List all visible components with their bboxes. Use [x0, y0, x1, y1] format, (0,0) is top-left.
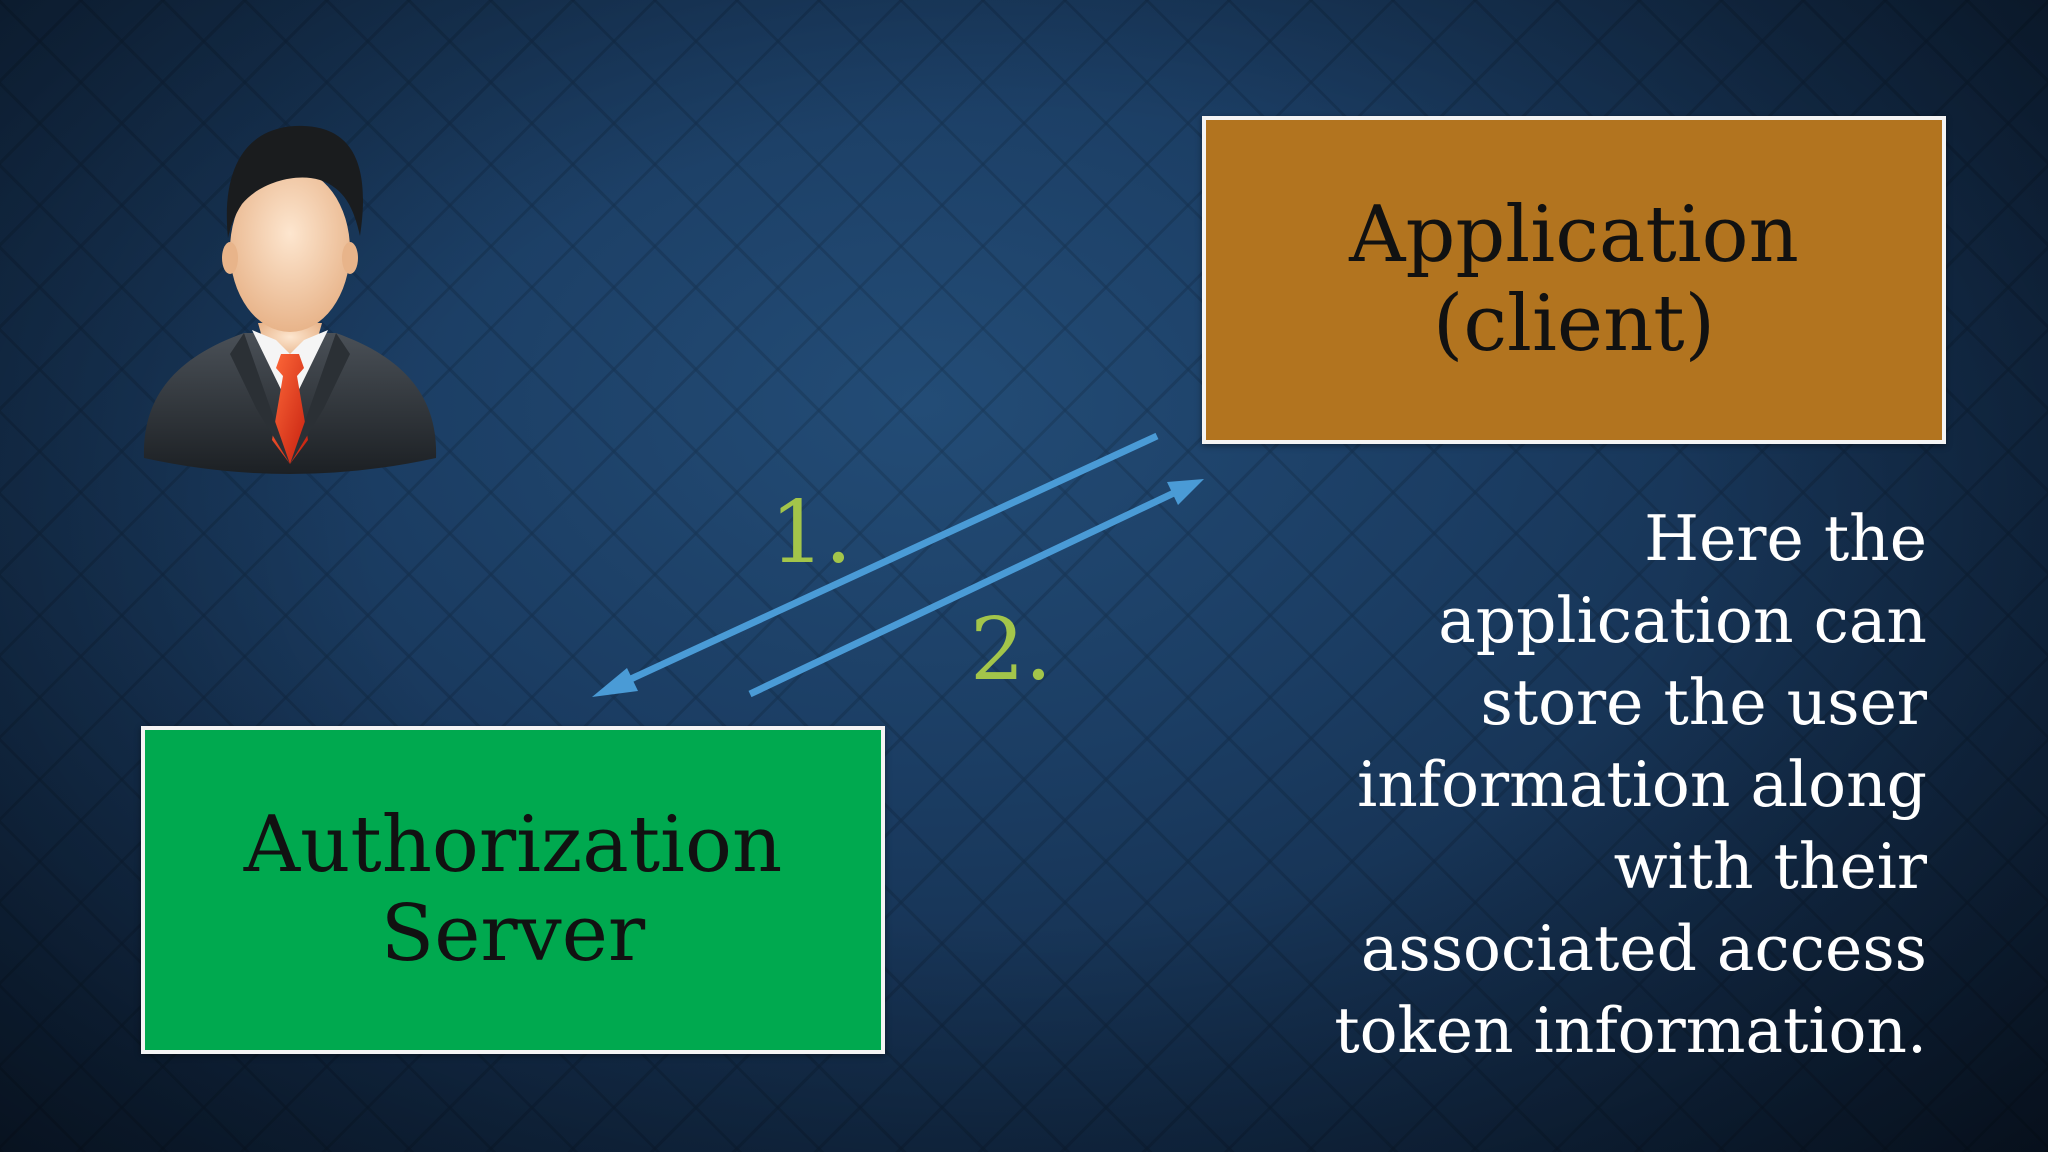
step-2-label: 2.	[970, 600, 1053, 700]
description-line: information along	[1357, 748, 1927, 821]
step-1-label: 1.	[770, 483, 853, 583]
application-client-box: Application (client)	[1202, 116, 1946, 444]
authorization-server-box: Authorization Server	[141, 726, 885, 1054]
arrow-auth-to-app-head	[1167, 479, 1204, 505]
description-text: Here the application can store the user …	[1207, 498, 1927, 1072]
arrow-auth-to-app	[748, 488, 1178, 698]
auth-box-title: Authorization	[243, 800, 783, 891]
description-line: Here the	[1644, 502, 1927, 575]
description-line: store the user	[1480, 666, 1927, 739]
description-line: application can	[1438, 584, 1927, 657]
auth-box-subtitle: Server	[380, 889, 646, 979]
application-box-title: Application	[1349, 190, 1799, 281]
arrow-app-to-auth	[618, 432, 1159, 688]
businessman-avatar-icon	[143, 125, 437, 474]
description-line: with their	[1613, 830, 1927, 903]
arrow-app-to-auth-head	[592, 668, 638, 697]
description-line: token information.	[1334, 994, 1927, 1067]
application-box-subtitle: (client)	[1432, 279, 1716, 369]
description-line: associated access	[1360, 912, 1927, 985]
